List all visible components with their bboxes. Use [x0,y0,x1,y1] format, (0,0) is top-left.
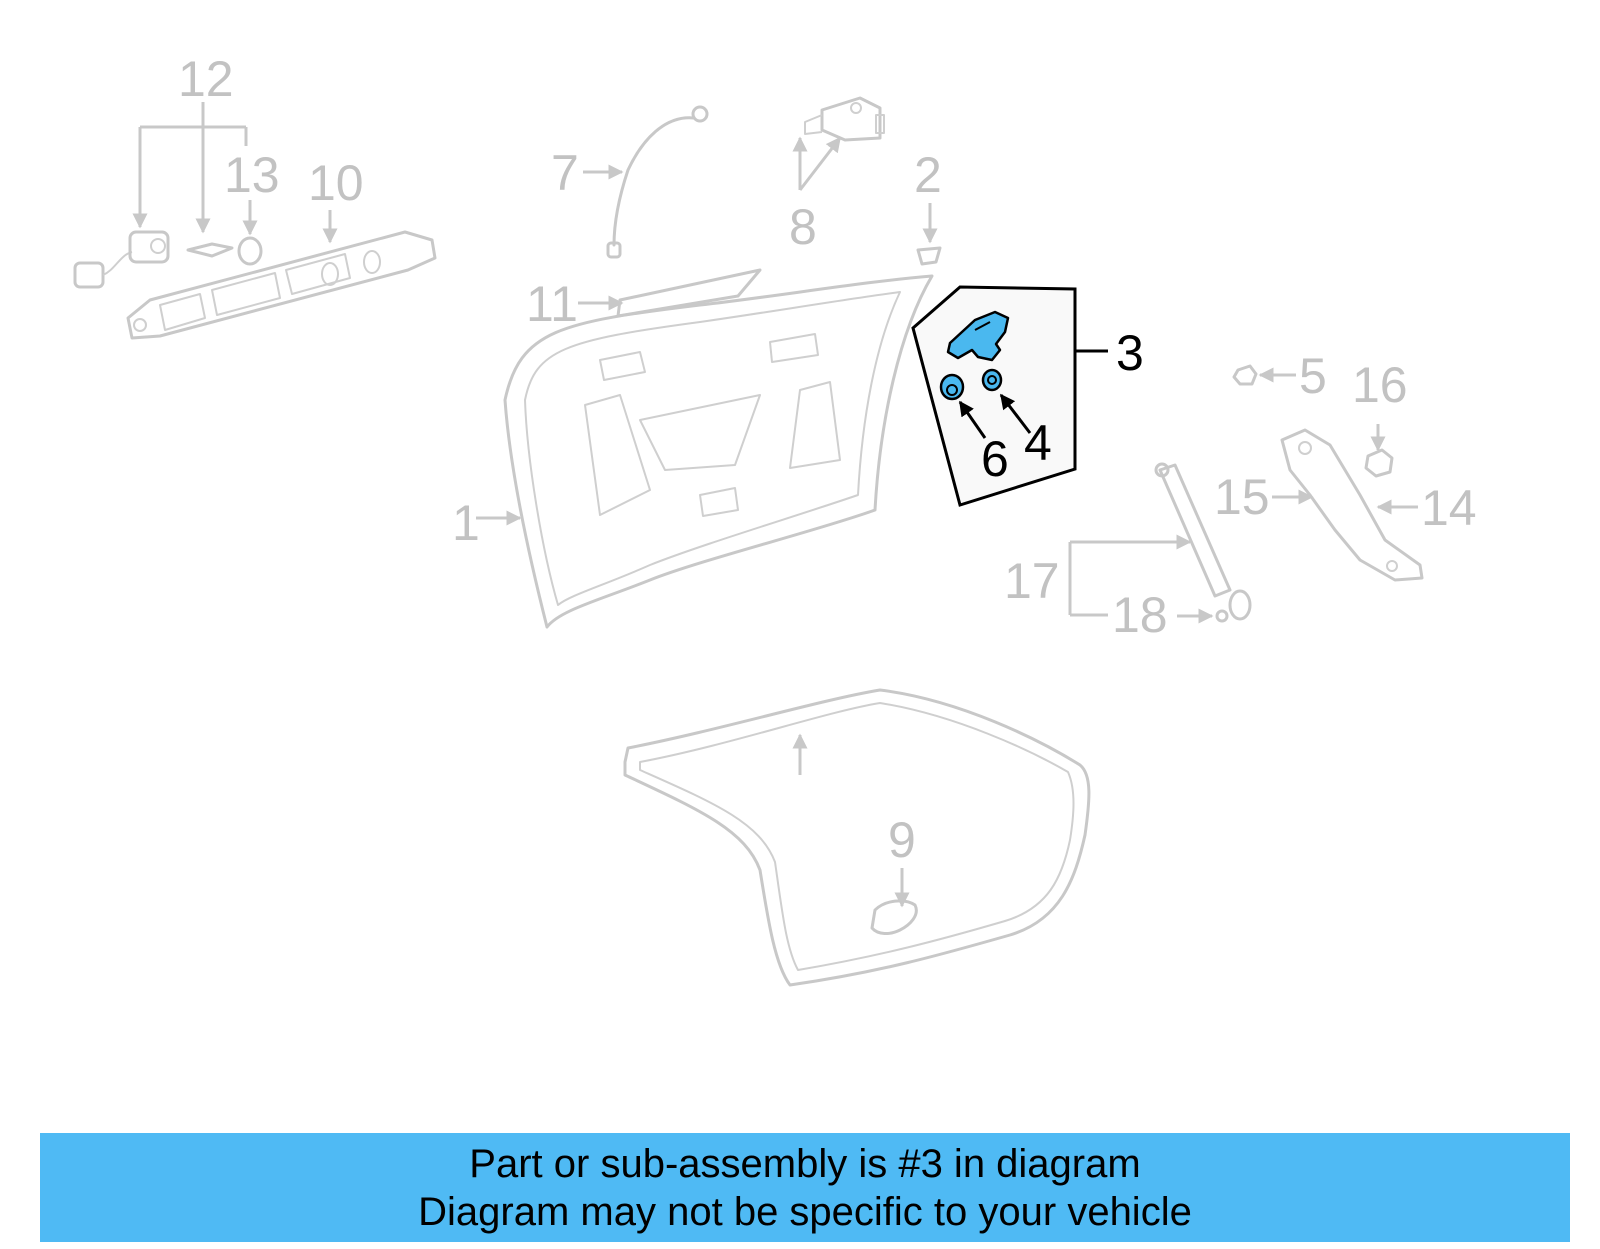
part-4-bolt [981,368,1003,392]
callout-17: 17 [1004,553,1060,609]
callout-8: 8 [789,199,817,255]
callout-14: 14 [1421,480,1477,536]
part-7-cable [606,105,709,259]
callout-6: 6 [981,431,1009,487]
callout-7: 7 [551,145,579,201]
banner-line-1: Part or sub-assembly is #3 in diagram [469,1141,1141,1186]
part-3-bracket [946,310,1010,362]
part-13-grommet [237,236,263,266]
callout-2: 2 [914,147,942,203]
part-16-nut [1364,448,1394,478]
part-8-actuator [804,96,885,142]
part-9-weatherstrip [623,688,1091,987]
part-1-trunk-lid [503,274,934,629]
callout-4: 4 [1024,415,1052,471]
info-banner: Part or sub-assembly is #3 in diagram Di… [40,1133,1570,1242]
callout-18: 18 [1112,587,1168,643]
part-14-hinge [1280,428,1424,582]
part-17-strut [1154,462,1252,621]
callout-12: 12 [178,51,234,107]
part-18-clip [1215,609,1229,623]
part-12-switch [73,230,234,289]
callout-11: 11 [526,276,578,332]
part-11-pad [616,268,762,318]
callout-15: 15 [1214,469,1270,525]
highlight-inset-3 [911,285,1077,507]
part-5-nut [1232,364,1258,386]
callout-13: 13 [224,147,280,203]
callout-3: 3 [1116,325,1144,381]
part-2-clip [916,246,942,266]
callouts: 12 13 10 7 8 2 11 1 3 4 6 5 16 15 14 17 … [178,51,1477,868]
callout-1: 1 [452,495,480,551]
part-10-garnish [126,230,437,340]
callout-10: 10 [308,155,364,211]
leader-lines [132,102,1418,908]
callout-5: 5 [1299,348,1327,404]
banner-line-2: Diagram may not be specific to your vehi… [418,1189,1192,1234]
callout-16: 16 [1352,357,1408,413]
part-6-grommet [939,373,965,401]
callout-9: 9 [888,812,916,868]
parts-diagram: 12 13 10 7 8 2 11 1 3 4 6 5 16 15 14 17 … [73,51,1477,987]
